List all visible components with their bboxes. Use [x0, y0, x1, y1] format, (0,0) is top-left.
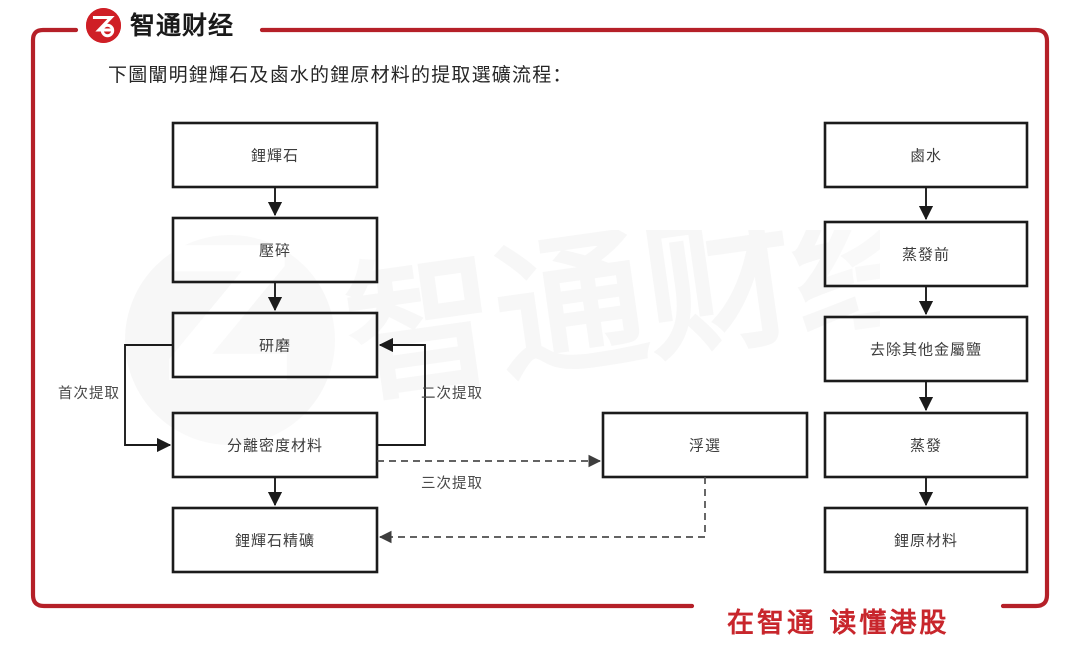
node-label: 分離密度材料: [227, 437, 323, 455]
node-flotation[interactable]: 浮選: [601, 411, 809, 479]
node-crushing[interactable]: 壓碎: [171, 216, 379, 284]
edge-label-first-extraction: 首次提取: [58, 385, 120, 402]
edge-first-extraction: [124, 344, 173, 453]
node-label: 鹵水: [910, 147, 942, 165]
brand-logo: 智通财经: [86, 8, 234, 43]
node-brine[interactable]: 鹵水: [823, 121, 1029, 189]
edge-label-third-extraction: 三次提取: [421, 475, 483, 492]
node-label: 鋰輝石精礦: [235, 532, 315, 550]
node-label: 去除其他金屬鹽: [870, 341, 982, 359]
edge-flotation-to-concentrate: [378, 477, 706, 544]
node-grinding[interactable]: 研磨: [171, 311, 379, 379]
z6-circle-logo-icon: [86, 8, 121, 43]
footer-slogan: 在智通 读懂港股: [727, 608, 950, 639]
node-label: 壓碎: [259, 242, 291, 260]
edge-second-extraction: [377, 337, 426, 446]
node-evaporation[interactable]: 蒸發: [823, 411, 1029, 479]
node-label: 鋰輝石: [251, 147, 299, 165]
node-label: 鋰原材料: [894, 532, 958, 550]
node-spodumene[interactable]: 鋰輝石: [171, 121, 379, 189]
node-remove-other-metal-salts[interactable]: 去除其他金屬鹽: [823, 315, 1029, 383]
edge-label-second-extraction: 二次提取: [421, 385, 483, 402]
node-spodumene-concentrate[interactable]: 鋰輝石精礦: [171, 506, 379, 574]
brand-logo-text: 智通财经: [130, 11, 235, 40]
node-label: 研磨: [259, 337, 291, 355]
node-label: 蒸發: [910, 437, 942, 455]
page-caption: 下圖闡明鋰輝石及鹵水的鋰原材料的提取選礦流程：: [108, 64, 573, 86]
node-pre-evaporation[interactable]: 蒸發前: [823, 220, 1029, 288]
node-label: 蒸發前: [902, 246, 950, 264]
node-density-separation[interactable]: 分離密度材料: [171, 411, 379, 479]
node-lithium-raw-material[interactable]: 鋰原材料: [823, 506, 1029, 574]
node-label: 浮選: [689, 437, 721, 455]
